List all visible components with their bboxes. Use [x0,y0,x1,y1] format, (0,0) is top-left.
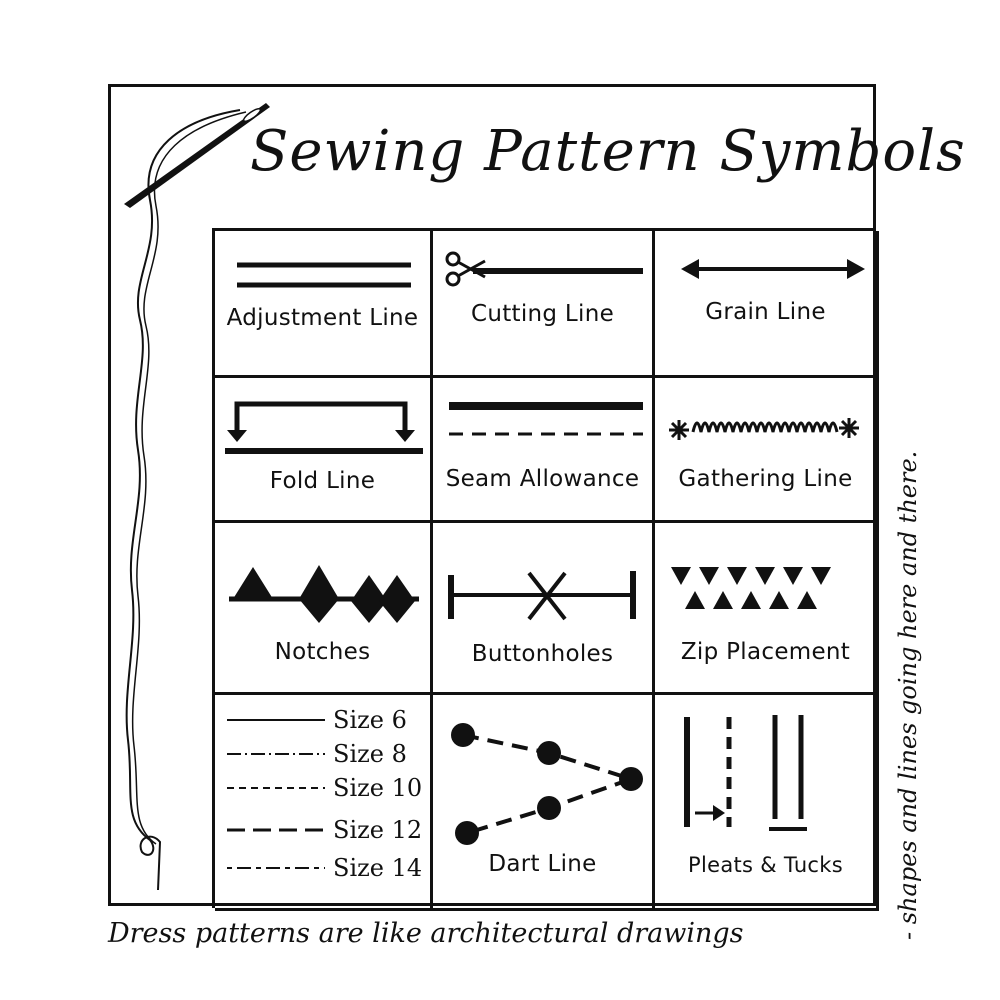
size-label: Size 8 [333,740,407,768]
cutting-line-symbol [445,251,643,287]
cell-pleats-tucks: Pleats & Tucks [655,695,879,911]
scissors-icon [445,251,486,287]
zip-placement-label: Zip Placement [680,639,851,665]
cell-cutting-line: Cutting Line [433,231,655,378]
size-label: Size 12 [333,816,423,844]
grain-line-label: Grain Line [705,299,826,325]
diamond-icon [299,565,339,623]
size-row-6: Size 6 [225,705,430,735]
arrow-icon [713,805,725,821]
needle-icon [124,103,270,208]
cell-notches: Notches [215,523,433,695]
dart-line-symbol [451,723,643,845]
needle-thread-drawing [124,103,270,891]
size-label: Size 6 [333,706,407,734]
page-title: Sewing Pattern Symbols [250,119,966,184]
seam-allowance-symbol [449,402,643,436]
triangle-icon [671,567,831,609]
cell-fold-line: Fold Line [215,378,433,523]
bottom-note: Dress patterns are like architectural dr… [108,918,744,949]
buttonholes-symbol [448,571,636,621]
fold-line-label: Fold Line [269,468,376,494]
dart-line-label: Dart Line [488,851,597,877]
triangle-icon [233,567,273,599]
dot-icon [451,723,475,747]
side-note: - shapes and lines going here and there. [894,450,922,940]
size-label: Size 10 [333,774,423,802]
seam-allowance-label: Seam Allowance [445,466,640,492]
adjustment-line-label: Adjustment Line [226,305,419,331]
cell-dart-line: Dart Line [433,695,655,911]
buttonholes-label: Buttonholes [471,641,614,667]
arrow-icon [227,430,247,442]
arrow-icon [395,430,415,442]
pleats-tucks-symbol [684,715,807,831]
cell-gathering-line: Gathering Line [655,378,879,523]
size-row-12: Size 12 [225,815,430,845]
arrow-icon [681,259,699,279]
cell-adjustment-line: Adjustment Line [215,231,433,378]
gathering-line-symbol [669,418,859,440]
cell-sizes: Size 6 Size 8 Size 10 Size 12 Size 14 [215,695,433,911]
star-icon [839,418,859,438]
diamond-icon [379,575,415,623]
cutting-line-label: Cutting Line [470,301,615,327]
notches-label: Notches [274,639,371,665]
zip-placement-symbol [671,567,831,609]
chart-frame [108,84,876,906]
dot-icon [619,767,643,791]
diamond-icon [351,575,387,623]
cell-seam-allowance: Seam Allowance [433,378,655,523]
thread-line [125,109,241,891]
cell-grain-line: Grain Line [655,231,879,378]
fold-line-symbol [225,401,423,454]
size-row-10: Size 10 [225,773,430,803]
cell-zip-placement: Zip Placement [655,523,879,695]
arrow-icon [847,259,865,279]
cell-buttonholes: Buttonholes [433,523,655,695]
dot-icon [537,741,561,765]
grain-line-symbol [681,259,865,279]
adjustment-line-symbol [237,262,411,288]
dot-icon [537,796,561,820]
size-row-14: Size 14 [225,853,430,883]
size-label: Size 14 [333,854,423,882]
notches-symbol [229,565,419,623]
size-row-8: Size 8 [225,739,430,769]
dot-icon [455,821,479,845]
pleats-tucks-label: Pleats & Tucks [688,853,843,877]
symbol-grid: Adjustment Line Cutting Line Grain Line [212,228,879,911]
gathering-line-label: Gathering Line [678,466,853,492]
star-icon [669,420,689,440]
